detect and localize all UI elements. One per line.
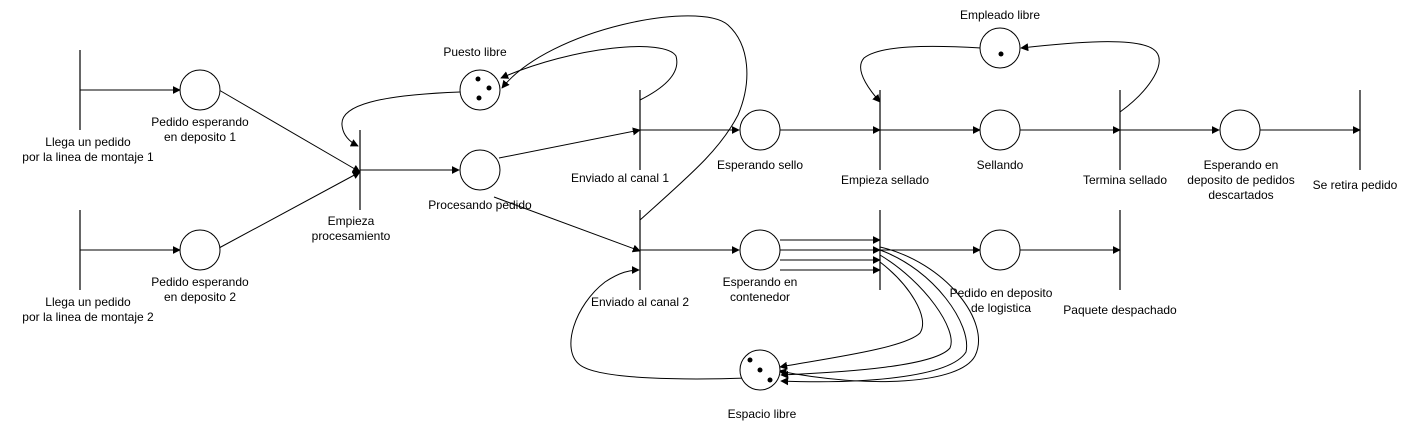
place-esperando-contenedor xyxy=(739,229,781,271)
token xyxy=(476,95,482,101)
label-line: en deposito 1 xyxy=(164,130,236,144)
label-line: por la linea de montaje 2 xyxy=(22,310,154,324)
place-esperando-descartados xyxy=(1219,109,1261,151)
tokens-espacio-libre xyxy=(747,357,773,383)
arc-procesando-canal2 xyxy=(493,196,641,253)
label-line: de logistica xyxy=(971,301,1031,315)
token xyxy=(757,367,763,373)
place-esperando-sello xyxy=(739,109,781,151)
place-pedido-logistica xyxy=(979,229,1021,271)
tokens-puesto-libre xyxy=(475,76,492,101)
label-empieza-sellado: Empieza sellado xyxy=(841,173,929,187)
place-pedido-deposito-2 xyxy=(179,229,221,271)
token xyxy=(475,76,481,82)
token xyxy=(747,357,753,363)
token xyxy=(486,85,492,91)
place-pedido-deposito-1 xyxy=(179,69,221,111)
arc-procesando-canal1 xyxy=(498,127,641,159)
label-espacio-libre: Espacio libre xyxy=(728,407,797,421)
token xyxy=(767,377,773,383)
label-line: procesamiento xyxy=(312,229,391,243)
label-esperando-sello: Esperando sello xyxy=(717,158,803,172)
label-line: contenedor xyxy=(730,290,790,304)
arc-espacio-canal2 xyxy=(570,266,749,380)
arc-empaquetado-espacio-4 xyxy=(778,246,979,383)
arc-empaquetado-espacio-1 xyxy=(779,261,924,370)
place-puesto-libre xyxy=(459,69,501,111)
label-enviado-canal-1: Enviado al canal 1 xyxy=(571,171,669,185)
label-empleado-libre: Empleado libre xyxy=(960,8,1040,22)
label-line: por la linea de montaje 1 xyxy=(22,150,154,164)
arc-empleado-empieza-sellado xyxy=(860,45,982,103)
label-line: deposito de pedidos xyxy=(1187,173,1294,187)
label-line: en deposito 2 xyxy=(164,290,236,304)
arcs xyxy=(80,15,1361,386)
label-sellando: Sellando xyxy=(977,158,1024,172)
place-sellando xyxy=(979,109,1021,151)
arc-p1-empieza xyxy=(218,89,361,173)
label-se-retira-pedido: Se retira pedido xyxy=(1313,178,1398,192)
place-empleado-libre xyxy=(979,27,1021,69)
arc-canal1-puesto xyxy=(500,46,678,101)
arc-canal2-puesto xyxy=(501,15,748,221)
label-termina-sellado: Termina sellado xyxy=(1083,173,1167,187)
arc-p2-empieza xyxy=(218,171,361,249)
label-enviado-canal-2: Enviado al canal 2 xyxy=(591,295,689,309)
label-line: descartados xyxy=(1208,188,1273,202)
tokens-empleado-libre xyxy=(998,51,1004,57)
label-puesto-libre: Puesto libre xyxy=(443,45,507,59)
arc-empaquetado-espacio-2 xyxy=(780,254,952,379)
arc-termina-empleado xyxy=(1020,41,1160,113)
label-procesando-pedido: Procesando pedido xyxy=(428,198,532,212)
place-procesando-pedido xyxy=(459,149,501,191)
arc-puesto-empieza xyxy=(341,91,461,147)
label-paquete-despachado: Paquete despachado xyxy=(1063,303,1177,317)
token xyxy=(998,51,1004,57)
